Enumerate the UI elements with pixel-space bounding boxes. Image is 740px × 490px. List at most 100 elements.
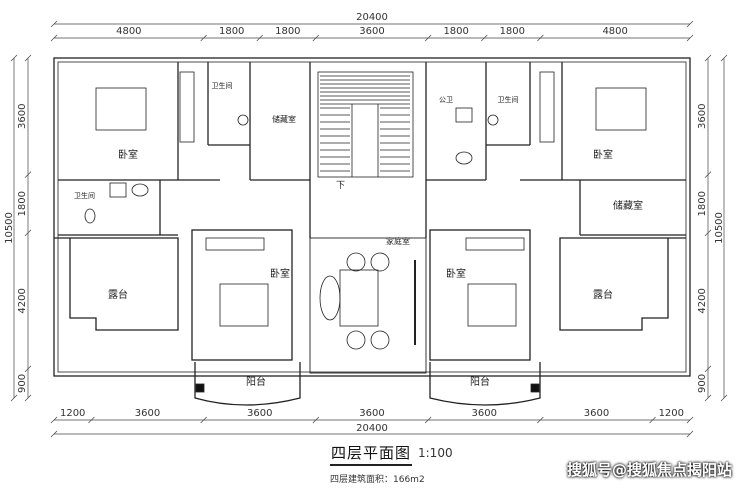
dimension-tick [50,430,58,438]
dimension-tick [537,34,544,42]
sink-icon [455,107,473,123]
plan-scale: 1:100 [418,446,453,460]
bed-icon [467,283,517,327]
dimension-tick [10,54,18,62]
dimension-label: 3600 [359,26,384,37]
toilet-icon [84,208,96,224]
dimension-tick [424,34,432,42]
watermark: 搜狐号@搜狐焦点揭阳站 [566,461,732,479]
dimension-tick [704,229,712,237]
dimension-label: 4800 [602,26,627,37]
dimension-label: 3600 [135,408,160,419]
area-note: 四层建筑面积：166m2 [330,475,425,485]
stair-label: 下 [336,181,345,191]
terrace-left-outline [54,237,179,331]
column-marker [530,383,540,393]
terrace-right-outline [559,237,686,331]
dimension-label: 1800 [275,26,300,37]
room-label: 阳台 [470,375,490,388]
dimension-tick [312,34,320,42]
room-label: 露台 [108,288,128,301]
dimension-total: 10500 [4,212,15,244]
dimension-label: 3600 [584,408,609,419]
dimension-tick [24,394,32,402]
wardrobe-icon [179,71,195,143]
sofa-icon [319,275,341,321]
stair-outline [317,71,414,178]
dimension-tick [50,20,58,28]
dimension-tick [704,394,712,402]
basin-icon [455,151,473,165]
dimension-label: 1200 [60,408,85,419]
dimension-tick [24,171,32,178]
plan-title-box: 四层平面图 [330,442,412,466]
dimension-tick [10,394,18,402]
dimension-tick [24,54,32,62]
dimension-tick [256,34,264,42]
dimension-label: 3600 [247,408,272,419]
dimension-tick [50,34,58,42]
dimension-tick [200,34,207,42]
dimension-tick [686,416,694,424]
room-label: 公卫 [439,96,453,104]
outer-wall [53,57,691,377]
room-label: 卫生间 [212,81,233,90]
dimension-tick [88,416,95,424]
dimension-tick [720,54,728,62]
room-label: 卫生间 [498,95,519,104]
dimension-label: 3600 [697,104,708,129]
room-label: 卧室 [270,267,290,280]
room-label: 卫生间 [74,191,95,200]
dimension-label: 900 [697,374,708,393]
armchair-icon [346,252,366,272]
dimension-label: 4800 [116,26,141,37]
balcony-left-outline [194,362,301,406]
dimension-tick [24,365,32,373]
dimension-tick [537,416,544,424]
toilet-icon [237,114,249,126]
dimension-total: 20400 [356,12,388,23]
bedroom-left-walls [191,229,293,361]
dimension-tick [704,54,712,62]
dimension-tick [704,365,712,373]
wardrobe-icon [465,237,525,251]
room-label: 露台 [593,288,613,301]
dimension-tick [24,229,32,237]
dimension-label: 4200 [17,288,28,313]
dimension-tick [480,34,488,42]
dimension-label: 1800 [500,26,525,37]
column-marker [195,383,205,393]
coffee-table-icon [339,269,379,327]
dimension-label: 3600 [472,408,497,419]
dimension-tick [312,416,320,424]
room-label: 卧室 [593,148,613,161]
plan-title: 四层平面图 [330,444,411,462]
room-label: 家庭室 [386,236,410,246]
dimension-tick [649,416,656,424]
room-label: 卧室 [118,148,138,161]
room-label: 储藏室 [613,199,643,212]
dimension-label: 1800 [443,26,468,37]
bed-icon [95,87,147,131]
armchair-icon [346,330,366,350]
dimension-tick [704,171,712,178]
dimension-tick [200,416,207,424]
armchair-icon [370,252,390,272]
dimension-label: 1200 [659,408,684,419]
toilet-icon [487,114,499,126]
dimension-label: 3600 [17,104,28,129]
bedroom-right-walls [429,229,531,361]
bed-icon [595,87,647,131]
dimension-label: 3600 [359,408,384,419]
dimension-total: 20400 [356,423,388,434]
dimension-tick [686,34,694,42]
outer-wall-inner [57,61,687,373]
dimension-label: 4200 [697,288,708,313]
dimension-label: 900 [17,374,28,393]
bed-icon [219,283,269,327]
dimension-total: 10500 [714,212,725,244]
basin-icon [131,183,149,197]
wardrobe-icon [205,237,265,251]
dimension-label: 1800 [219,26,244,37]
